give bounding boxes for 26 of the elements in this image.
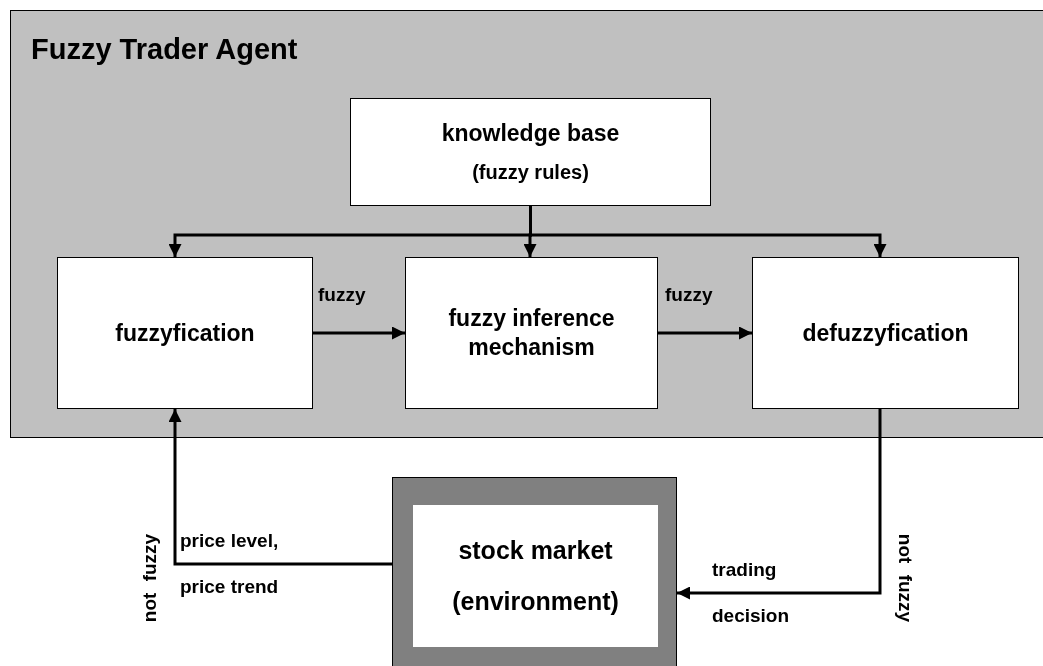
arrow	[529, 206, 887, 257]
node-text: knowledge base	[441, 119, 620, 148]
edge-label: fuzzy	[318, 284, 367, 306]
panel-title: Fuzzy Trader Agent	[31, 33, 298, 66]
node-text: fuzzyfication	[115, 318, 255, 348]
node-text: defuzzyfication	[802, 318, 969, 348]
arrow	[677, 409, 882, 600]
arrow	[168, 409, 392, 566]
annotation-label: not fuzzy	[139, 533, 161, 623]
arrow	[313, 326, 405, 340]
edge-label: price level, price trend	[180, 529, 280, 599]
edge-label: trading decision	[712, 558, 791, 628]
edge-label: fuzzy	[665, 284, 714, 306]
process-box	[405, 257, 658, 409]
annotation-label: not fuzzy	[894, 533, 916, 623]
environment-box	[392, 477, 677, 666]
node-text: fuzzy inference mechanism	[447, 304, 616, 362]
node-text: stock market	[458, 534, 613, 566]
process-box	[350, 98, 711, 206]
process-box	[752, 257, 1019, 409]
node-text: (fuzzy rules)	[472, 159, 589, 185]
arrow	[658, 326, 752, 340]
node-text: (environment)	[452, 586, 619, 617]
process-box	[57, 257, 313, 409]
agent-panel	[10, 10, 1043, 438]
process-box	[413, 505, 658, 647]
